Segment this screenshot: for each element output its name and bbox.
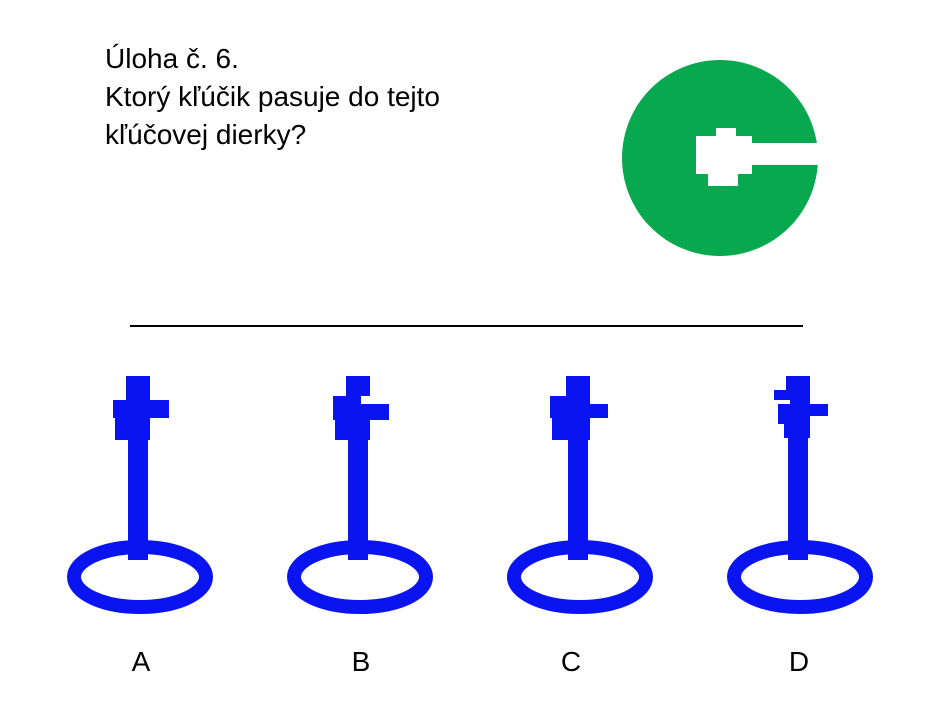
option-label-a: A xyxy=(131,646,151,677)
option-label-d: D xyxy=(788,646,810,677)
task-number: Úloha č. 6. xyxy=(105,43,239,74)
question-line-1: Ktorý kľúčik pasuje do tejto xyxy=(105,81,441,112)
option-label-b: B xyxy=(351,646,371,677)
key-icon[interactable] xyxy=(720,370,880,620)
option-label-c: C xyxy=(560,646,582,677)
keyhole-cutout xyxy=(696,128,820,186)
key-icon[interactable] xyxy=(280,370,440,620)
task-question: Úloha č. 6. Ktorý kľúčik pasuje do tejto… xyxy=(105,40,440,154)
key-icon[interactable] xyxy=(60,370,220,620)
key-icon[interactable] xyxy=(500,370,660,620)
keyhole-icon xyxy=(622,60,820,256)
divider-line xyxy=(130,325,803,327)
question-line-2: kľúčovej dierky? xyxy=(105,119,307,150)
